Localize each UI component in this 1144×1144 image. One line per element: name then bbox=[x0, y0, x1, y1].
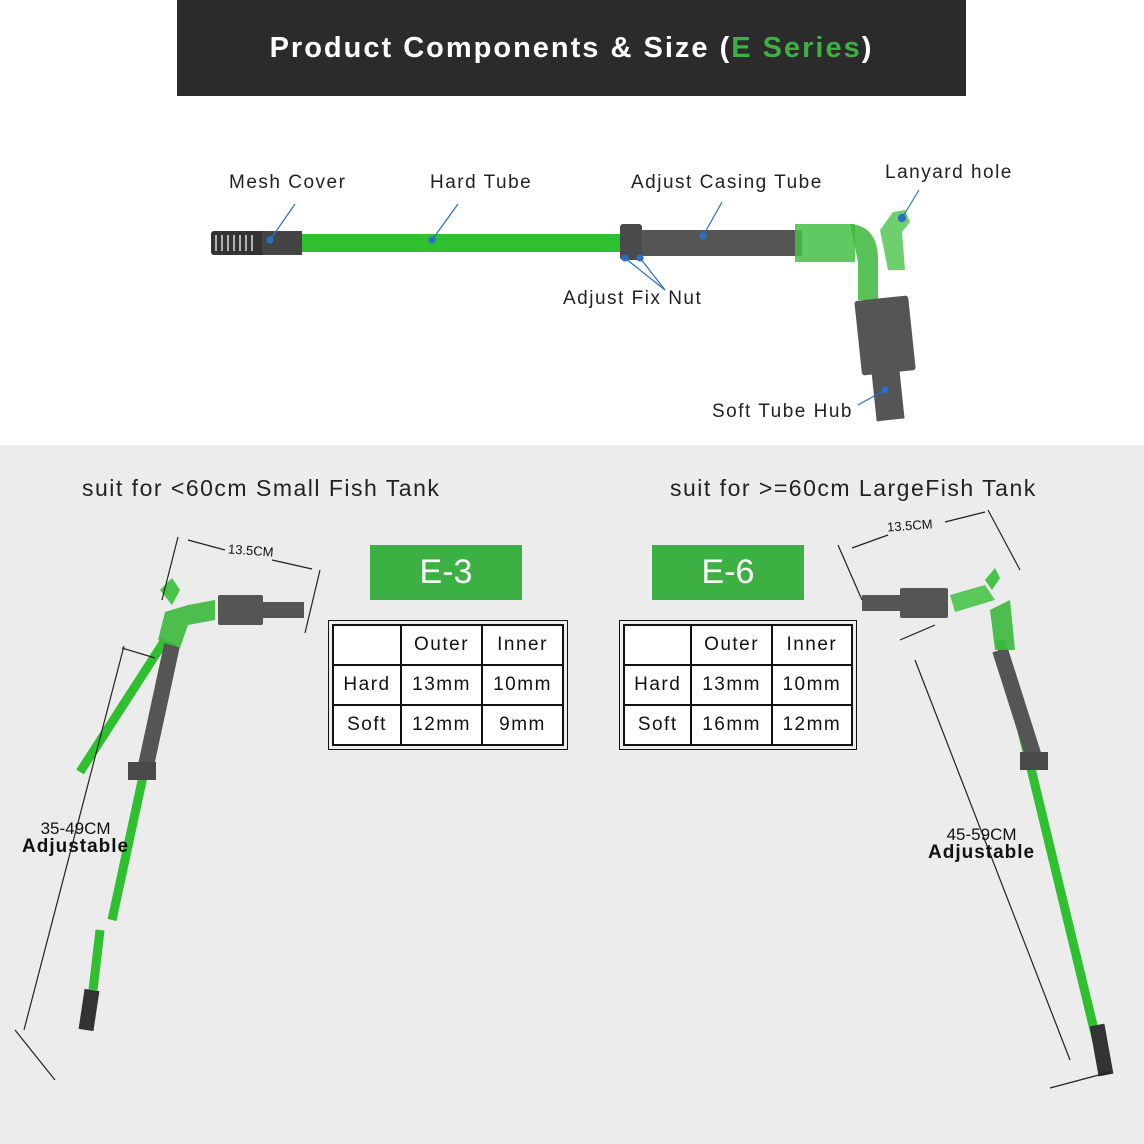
header-banner: Product Components & Size (E Series) bbox=[177, 0, 966, 96]
e3-width-dimension: 13.5CM bbox=[227, 541, 274, 560]
e6-model-badge: E-6 bbox=[652, 545, 804, 600]
label-hard-tube: Hard Tube bbox=[430, 172, 533, 193]
product-top-view bbox=[211, 189, 920, 422]
casing-tube-shape bbox=[642, 230, 802, 256]
sizes-section bbox=[0, 445, 1144, 1144]
label-adjust-fix-nut: Adjust Fix Nut bbox=[563, 288, 703, 309]
e3-model-badge: E-3 bbox=[370, 545, 522, 600]
e6-width-dimension: 13.5CM bbox=[886, 516, 933, 535]
e3-assembly bbox=[14, 536, 321, 1081]
label-soft-tube-hub: Soft Tube Hub bbox=[712, 401, 853, 422]
label-mesh-cover: Mesh Cover bbox=[229, 172, 347, 193]
fix-nut-shape bbox=[620, 224, 642, 260]
soft-hub-shape bbox=[854, 295, 916, 376]
label-lanyard-hole: Lanyard hole bbox=[885, 162, 1013, 183]
label-adjust-casing-tube: Adjust Casing Tube bbox=[631, 172, 823, 193]
e6-suit-text: suit for >=60cm LargeFish Tank bbox=[670, 475, 1037, 501]
series-name: E Series bbox=[731, 31, 862, 64]
page-title: Product Components & Size (E Series) bbox=[269, 31, 874, 64]
mesh-cover-shape bbox=[211, 231, 271, 255]
e3-suit-text: suit for <60cm Small Fish Tank bbox=[82, 475, 441, 501]
e6-assembly bbox=[837, 509, 1114, 1089]
hard-tube-shape bbox=[302, 234, 622, 252]
